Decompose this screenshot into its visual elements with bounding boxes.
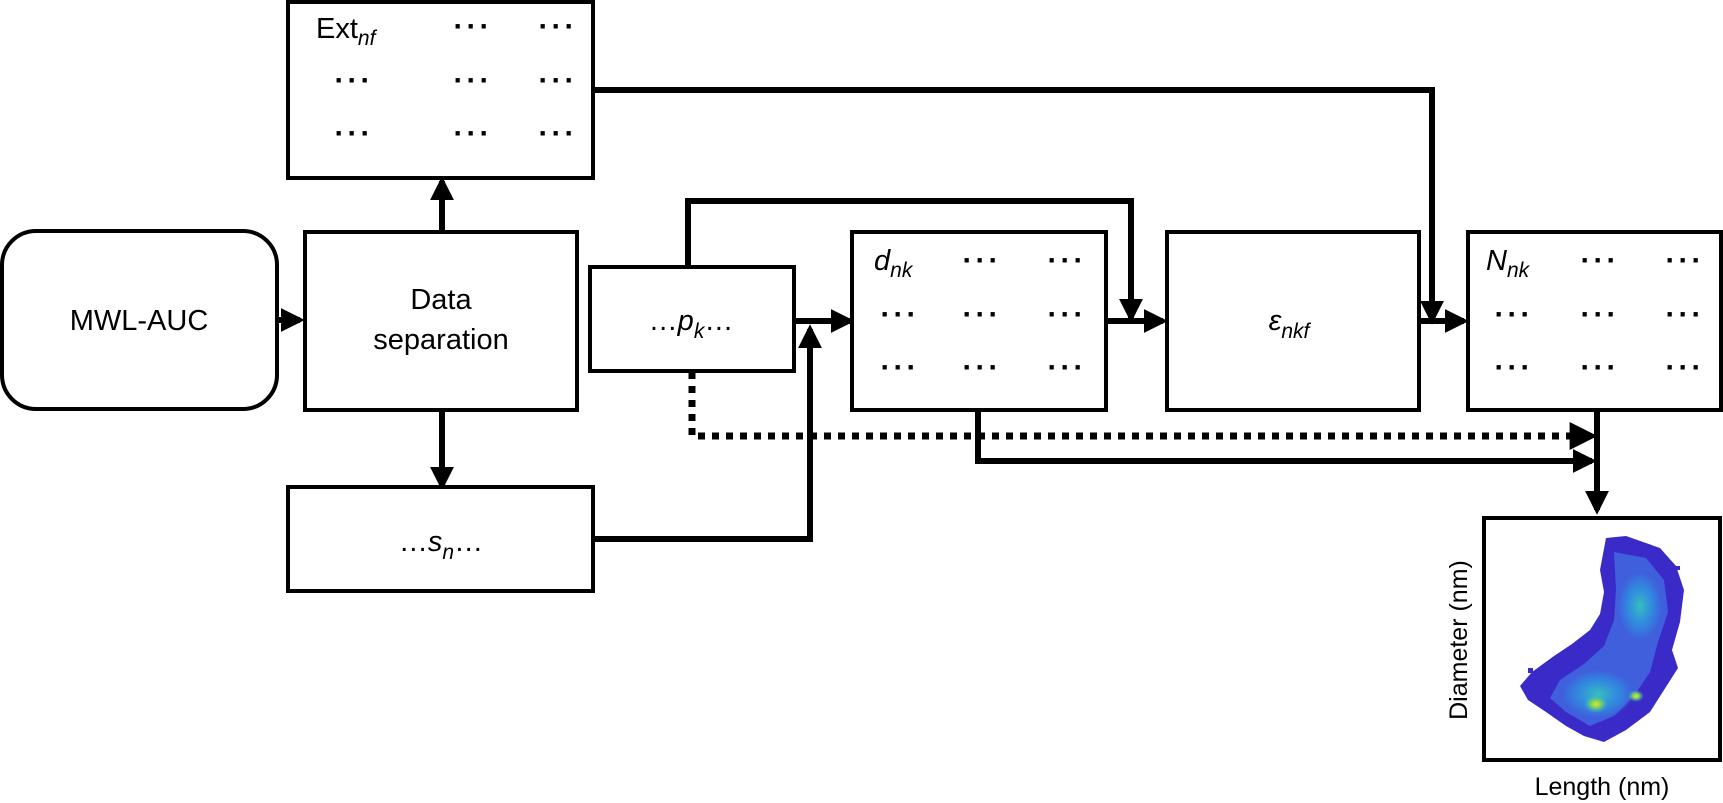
plot-ylabel: Diameter (nm) xyxy=(1445,560,1473,720)
nnk-cell-2-3: ··· xyxy=(1666,298,1705,331)
ext-cell-3-2: ··· xyxy=(454,117,493,150)
distribution-mid-upper xyxy=(1618,572,1662,640)
nnk-cell-3-3: ··· xyxy=(1666,351,1705,384)
distribution-speck xyxy=(1676,566,1680,570)
nnk-cell-3-2: ··· xyxy=(1581,351,1620,384)
distribution-peak-secondary xyxy=(1628,690,1644,702)
dnk-cell-2-3: ··· xyxy=(1048,298,1087,331)
nnk-cell-2-1: ··· xyxy=(1495,298,1534,331)
sn-label: …sn… xyxy=(399,526,483,564)
data-separation-label-line1: Data xyxy=(410,284,472,316)
eps-node: εnkf xyxy=(1165,230,1421,412)
nnk-label: Nnk xyxy=(1486,245,1531,282)
eps-label: εnkf xyxy=(1269,305,1312,343)
ext-cell-3-1: ··· xyxy=(335,117,374,150)
distribution-speck xyxy=(1528,668,1533,673)
ext-cell-1-3: ··· xyxy=(539,10,578,43)
data-separation-label-line2: separation xyxy=(373,324,508,356)
distribution-heatmap xyxy=(1520,536,1684,742)
nnk-cell-1-3: ··· xyxy=(1666,244,1705,277)
ext-cell-1-2: ··· xyxy=(454,10,493,43)
dnk-label: dnk xyxy=(874,245,914,282)
ext-cell-3-3: ··· xyxy=(539,117,578,150)
ext-cell-2-2: ··· xyxy=(454,64,493,97)
arrow-ext-to-nnk xyxy=(593,87,1444,325)
plot-xlabel: Length (nm) xyxy=(1535,773,1670,801)
sn-node: …sn… xyxy=(286,485,595,593)
ext-label: Extnf xyxy=(316,13,378,50)
nnk-cell-3-1: ··· xyxy=(1495,351,1534,384)
dnk-cell-1-2: ··· xyxy=(963,244,1002,277)
ext-cell-2-1: ··· xyxy=(335,64,374,97)
arrow-pk-to-eps xyxy=(685,198,1143,323)
pk-label: …pk… xyxy=(649,305,734,343)
pk-node: …pk… xyxy=(588,265,796,373)
dnk-cell-2-2: ··· xyxy=(963,298,1002,331)
dnk-cell-1-3: ··· xyxy=(1048,244,1087,277)
distribution-mid-lower xyxy=(1562,670,1634,718)
ext-matrix-node: Extnf ··· ··· ··· ··· ··· ··· ··· ··· xyxy=(286,0,595,180)
arrow-pk-to-plot-dotted xyxy=(688,372,1598,450)
dnk-cell-3-3: ··· xyxy=(1048,351,1087,384)
nnk-cell-2-2: ··· xyxy=(1581,298,1620,331)
ext-cell-2-3: ··· xyxy=(539,64,578,97)
dnk-matrix-node: dnk ··· ··· ··· ··· ··· ··· ··· ··· xyxy=(850,230,1108,412)
arrow-dnk-to-plot xyxy=(975,410,1597,473)
mwl-auc-node: MWL-AUC xyxy=(0,229,279,411)
nnk-cell-1-2: ··· xyxy=(1581,244,1620,277)
mwl-auc-label: MWL-AUC xyxy=(70,305,209,337)
dnk-cell-2-1: ··· xyxy=(881,298,920,331)
arrow-sn-to-dnk xyxy=(594,324,822,542)
length-diameter-plot: Length (nm) Diameter (nm) xyxy=(1445,516,1722,801)
dnk-cell-3-1: ··· xyxy=(881,351,920,384)
dnk-cell-3-2: ··· xyxy=(963,351,1002,384)
data-separation-node: Data separation xyxy=(303,230,579,412)
nnk-matrix-node: Nnk ··· ··· ··· ··· ··· ··· ··· ··· xyxy=(1466,230,1723,412)
distribution-peak xyxy=(1584,695,1608,713)
